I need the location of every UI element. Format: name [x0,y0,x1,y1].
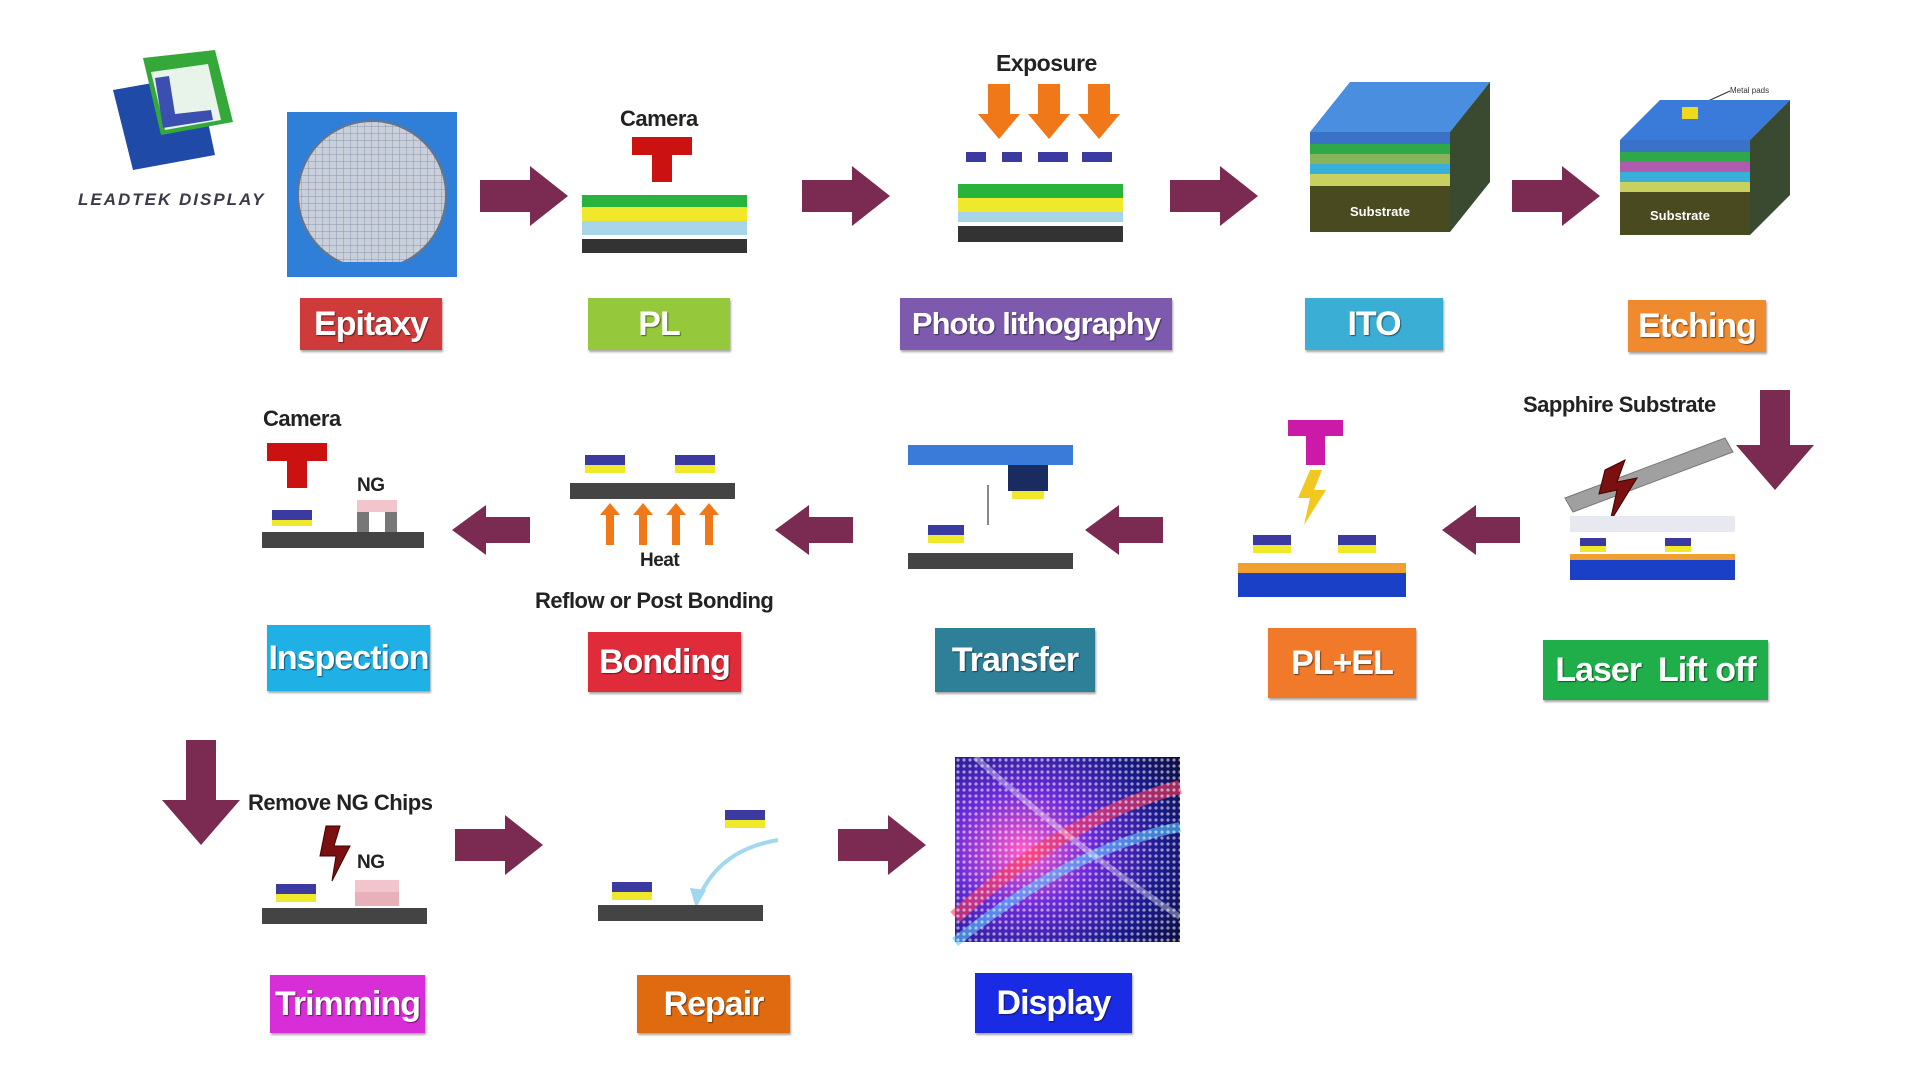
metal-pads-text: Metal pads [1730,86,1769,95]
arrow-left-icon [452,505,530,555]
substrate-text: Substrate [1350,204,1410,219]
ng-caption: NG [357,852,385,873]
arrow-left-icon [1085,505,1163,555]
arrow-right-icon [1512,166,1600,226]
camera-icon [1288,420,1343,465]
leadtek-logo-icon [113,50,233,170]
trimming-chips-icon [262,880,427,924]
step-pl-el-label: PL+EL [1268,628,1416,698]
exposure-arrows-icon [978,84,1120,139]
camera-caption: Camera [620,106,698,131]
laser-lift-off-icon [1564,437,1735,580]
sapphire-substrate-caption: Sapphire Substrate [1523,392,1716,417]
step-laser-lift-off-label: Laser Lift off [1543,640,1768,700]
step-inspection-label: Inspection [267,625,430,691]
wafer-icon [287,112,457,277]
ito-block-icon: Substrate [1310,82,1490,232]
step-pl-label: PL [588,298,730,350]
step-photo-lithography-label: Photo lithography [900,298,1172,350]
camera-caption: Camera [263,406,341,431]
arrow-right-icon [802,166,890,226]
camera-icon [267,443,327,488]
step-trimming-label: Trimming [270,975,425,1033]
ng-caption: NG [357,475,385,496]
camera-icon [632,137,692,182]
step-display-label: Display [975,973,1132,1033]
transfer-head-icon [908,445,1073,569]
lightning-icon [319,825,351,882]
remove-ng-chips-caption: Remove NG Chips [248,790,433,815]
repair-icon [598,810,779,921]
arrow-right-icon [480,166,568,226]
step-ito-label: ITO [1305,298,1443,350]
display-image-icon [950,754,1182,946]
reflow-caption: Reflow or Post Bonding [535,588,774,613]
logo-text: LEADTEK DISPLAY [78,190,266,209]
arrow-left-icon [775,505,853,555]
arrow-right-icon [455,815,543,875]
step-repair-label: Repair [637,975,790,1033]
arrow-right-icon [1170,166,1258,226]
exposure-caption: Exposure [996,50,1097,76]
arrow-left-icon [1442,505,1520,555]
arrow-down-icon [1736,390,1814,490]
plel-chips-icon [1238,535,1406,597]
arrow-down-icon [162,740,240,845]
bonding-icon [570,455,735,545]
inspection-chips-icon [262,500,424,548]
heat-caption: Heat [640,550,680,571]
step-bonding-label: Bonding [588,632,741,692]
lightning-icon [1298,470,1326,525]
etching-block-icon: Metal pads Substrate [1620,86,1790,235]
step-etching-label: Etching [1628,300,1766,352]
logo: LEADTEK DISPLAY [78,50,288,210]
substrate-text: Substrate [1650,208,1710,223]
arrow-right-icon [838,815,926,875]
pl-layers-icon [582,195,747,253]
step-transfer-label: Transfer [935,628,1095,692]
step-epitaxy-label: Epitaxy [300,298,442,350]
photomask-icon [958,152,1123,242]
